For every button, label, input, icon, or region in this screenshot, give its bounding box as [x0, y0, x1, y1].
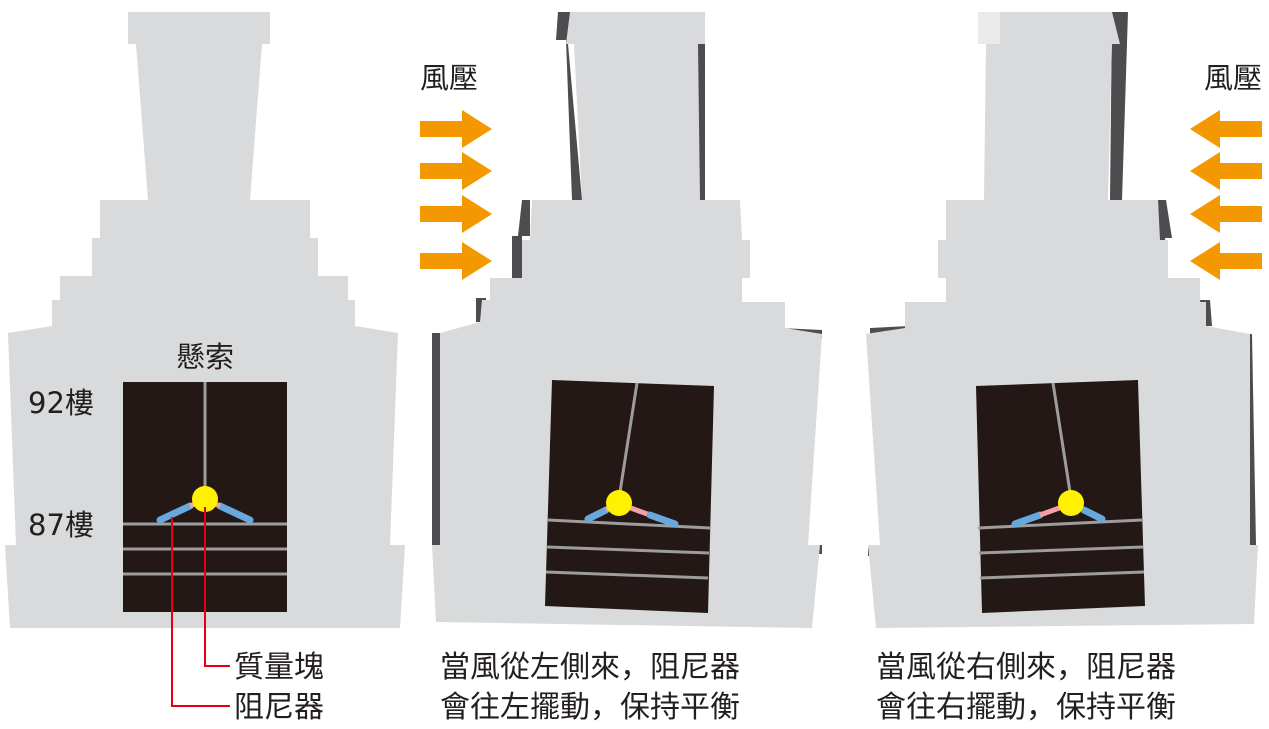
wind-arrows-right [1190, 110, 1262, 280]
panel-left-building: 懸索 92樓 87樓 質量塊 阻尼器 [5, 12, 405, 725]
wind-arrow-left-icon [1190, 152, 1262, 190]
wind-arrow-left-icon [1190, 110, 1262, 148]
suspension-rope [1051, 382, 1072, 493]
suspension-rope [618, 382, 639, 493]
wind-arrow-right-icon [420, 242, 492, 280]
top-highlight [978, 12, 1000, 44]
panel-mid-building [432, 12, 822, 628]
sway-shadow [1110, 12, 1128, 200]
caption-right-line2: 會往右擺動，保持平衡 [876, 690, 1176, 725]
sway-shadow [512, 200, 530, 296]
rope-label: 懸索 [176, 340, 234, 374]
tuned-mass [1058, 490, 1084, 516]
building-silhouette [432, 12, 822, 628]
wind-arrow-right-icon [420, 152, 492, 190]
building-silhouette [866, 12, 1258, 628]
floor-92-label: 92樓 [28, 386, 94, 420]
damper-arm-right [1080, 506, 1106, 523]
mass-label: 質量塊 [234, 650, 324, 685]
floor-line [546, 545, 710, 555]
damper-joint-left [1039, 504, 1063, 518]
floor-line [547, 518, 711, 530]
wind-arrows-left [420, 110, 492, 280]
tuned-mass [192, 486, 218, 512]
floor-line [545, 570, 709, 580]
wind-arrow-left-icon [1190, 242, 1262, 280]
damper-leader-line [171, 517, 230, 707]
caption-right-line1: 當風從右側來，阻尼器 [876, 650, 1176, 685]
building-silhouette [5, 12, 405, 628]
damper-arm-left [1011, 511, 1044, 528]
damper-arm-right [216, 502, 254, 524]
damper-arm-left [584, 506, 610, 523]
wind-arrow-right-icon [420, 110, 492, 148]
panel-right-building [866, 12, 1258, 628]
caption-mid-line2: 會往左擺動，保持平衡 [440, 690, 740, 725]
sway-shadow [556, 12, 582, 200]
damper-label: 阻尼器 [234, 690, 324, 725]
sway-shadow [432, 333, 440, 545]
floor-87-label: 87樓 [28, 508, 94, 542]
floor-line [978, 545, 1144, 555]
wind-arrow-left-icon [1190, 195, 1262, 233]
damper-arm-right [646, 511, 679, 528]
wind-pressure-label-left: 風壓 [420, 61, 478, 95]
caption-mid-line1: 當風從左側來，阻尼器 [440, 650, 740, 685]
wind-pressure-label-right: 風壓 [1204, 61, 1262, 95]
damper-joint-right [627, 504, 651, 518]
mass-leader-line [204, 507, 230, 667]
floor-line [979, 570, 1145, 580]
wind-arrow-right-icon [420, 195, 492, 233]
damper-arm-left [156, 502, 194, 524]
floor-line [977, 518, 1143, 530]
tuned-mass [606, 490, 632, 516]
